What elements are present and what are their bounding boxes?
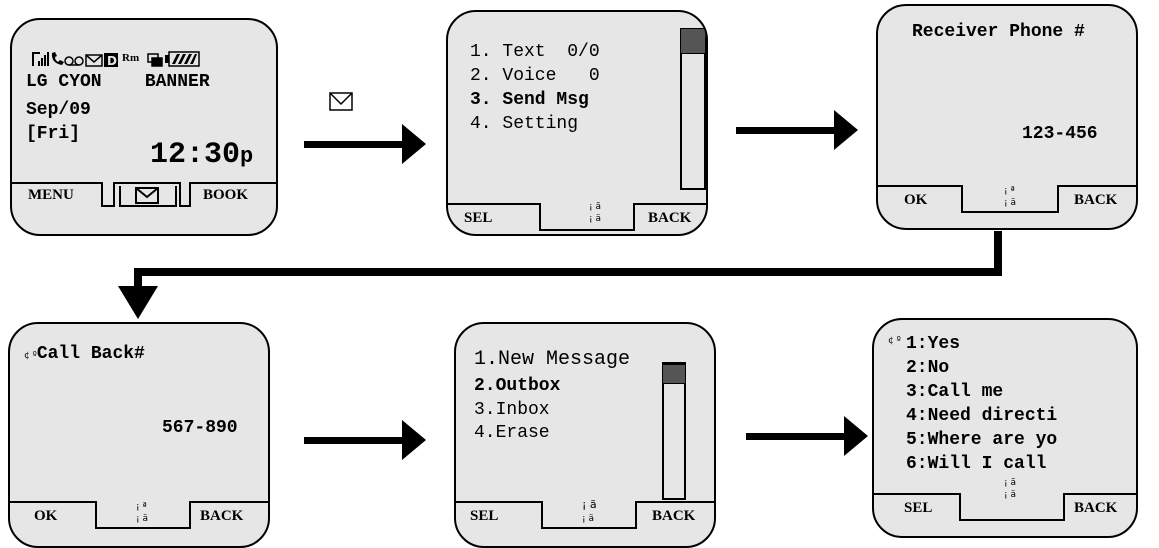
softkey-bar: OK ¡ ª ¡ ä BACK <box>878 184 1136 216</box>
reply-item-need-directions[interactable]: 4:Need directi <box>906 406 1058 426</box>
phone-screen-quick-replies: ¢ º 1:Yes 2:No 3:Call me 4:Need directi … <box>872 318 1138 538</box>
book-softkey[interactable]: BOOK <box>203 187 249 203</box>
data-icon: D <box>104 53 118 68</box>
reply-prefix: ¢ º <box>888 336 901 346</box>
clock: 12:30p <box>150 138 253 172</box>
receiver-number[interactable]: 123-456 <box>1022 124 1098 144</box>
ok-softkey[interactable]: OK <box>34 508 58 524</box>
callback-number[interactable]: 567-890 <box>162 418 238 438</box>
network-icon <box>147 53 163 67</box>
callback-header: ¢ ºCall Back# <box>24 344 145 364</box>
back-softkey[interactable]: BACK <box>1074 500 1118 516</box>
arrow-2-to-3 <box>736 110 858 150</box>
reply-item-will-i-call[interactable]: 6:Will I call <box>906 454 1047 474</box>
menu-item-setting[interactable]: 4. Setting <box>470 114 579 134</box>
banner-text: LG CYON BANNER <box>26 72 210 92</box>
ok-softkey[interactable]: OK <box>904 192 928 208</box>
softkey-bar: SEL ¡ ã ¡ ä BACK <box>448 202 706 234</box>
softkey-bar: MENU BOOK <box>12 180 276 214</box>
scroll-thumb[interactable] <box>662 364 686 384</box>
message-icon <box>85 54 103 67</box>
nav-indicator-top: ¡ ã <box>589 202 601 212</box>
softkey-bar: SEL BACK <box>874 492 1136 524</box>
callback-prefix: ¢ º <box>24 351 37 361</box>
arrow-1-to-2 <box>304 124 426 164</box>
sel-softkey[interactable]: SEL <box>470 508 499 524</box>
scroll-thumb[interactable] <box>680 28 706 54</box>
reply-item-call-me[interactable]: 3:Call me <box>906 382 1004 402</box>
reply-item-where-are-you[interactable]: 5:Where are yo <box>906 430 1058 450</box>
callback-title: Call Back# <box>36 344 145 364</box>
nav-indicator-top: ¡ ª <box>1004 186 1015 196</box>
phone-screen-callback: ¢ ºCall Back# 567-890 OK ¡ ª ¡ ä BACK <box>8 322 270 548</box>
list-item-outbox[interactable]: 2.Outbox <box>474 376 561 396</box>
phone-screen-receiver: Receiver Phone # 123-456 OK ¡ ª ¡ ä BACK <box>876 4 1138 230</box>
roaming-icon: Rm <box>122 52 139 64</box>
list-item-inbox[interactable]: 3.Inbox <box>474 400 550 420</box>
scrollbar[interactable] <box>680 28 706 190</box>
envelope-icon-standalone <box>329 92 353 111</box>
menu-softkey[interactable]: MENU <box>28 187 74 203</box>
voicemail-icon <box>64 56 84 66</box>
reply-item-yes[interactable]: 1:Yes <box>906 334 961 354</box>
nav-indicator-top: ¡ ã <box>1004 478 1016 488</box>
arrow-5-to-6 <box>746 416 868 456</box>
time-suffix: p <box>240 144 254 169</box>
battery-icon <box>165 51 200 67</box>
back-softkey[interactable]: BACK <box>652 508 696 524</box>
softkey-bar: SEL ¡ ã ¡ ä BACK <box>456 498 714 532</box>
arrow-3-to-4 <box>118 231 1002 319</box>
call-icon <box>51 52 64 65</box>
nav-indicator-bottom: ¡ ä <box>582 514 594 524</box>
phone-screen-message-list: 1.New Message 2.Outbox 3.Inbox 4.Erase S… <box>454 322 716 548</box>
nav-indicator-bottom: ¡ ä <box>136 514 148 524</box>
status-bar: D Rm <box>32 51 200 68</box>
arrow-4-to-5 <box>304 420 426 460</box>
day-text: [Fri] <box>26 124 81 144</box>
menu-item-send-msg[interactable]: 3. Send Msg <box>470 90 589 110</box>
reply-item-no[interactable]: 2:No <box>906 358 950 378</box>
back-softkey[interactable]: BACK <box>200 508 244 524</box>
back-softkey[interactable]: BACK <box>1074 192 1118 208</box>
receiver-title: Receiver Phone # <box>912 22 1085 42</box>
sel-softkey[interactable]: SEL <box>904 500 933 516</box>
phone-screen-idle: D Rm LG CYON BANNER Sep/09 [Fri] 12:30p … <box>10 18 278 236</box>
nav-indicator-top: ¡ ã <box>582 498 597 511</box>
nav-indicator-bottom: ¡ ä <box>589 214 601 224</box>
softkey-bar: OK ¡ ª ¡ ä BACK <box>10 500 268 532</box>
nav-indicator-top: ¡ ª <box>136 502 147 512</box>
scrollbar[interactable] <box>662 362 686 500</box>
nav-indicator-bottom: ¡ ä <box>1004 198 1016 208</box>
time-text: 12:30 <box>150 138 241 172</box>
menu-item-voice[interactable]: 2. Voice 0 <box>470 66 600 86</box>
list-item-new-message[interactable]: 1.New Message <box>474 348 631 371</box>
sel-softkey[interactable]: SEL <box>464 210 493 226</box>
date-text: Sep/09 <box>26 100 91 120</box>
svg-text:D: D <box>107 54 117 68</box>
nav-indicator-bottom: ¡ ä <box>1004 490 1016 500</box>
phone-screen-message-menu: 1. Text 0/0 2. Voice 0 3. Send Msg 4. Se… <box>446 10 708 236</box>
signal-icon <box>32 52 49 66</box>
back-softkey[interactable]: BACK <box>648 210 692 226</box>
menu-item-text[interactable]: 1. Text 0/0 <box>470 42 600 62</box>
list-item-erase[interactable]: 4.Erase <box>474 423 550 443</box>
